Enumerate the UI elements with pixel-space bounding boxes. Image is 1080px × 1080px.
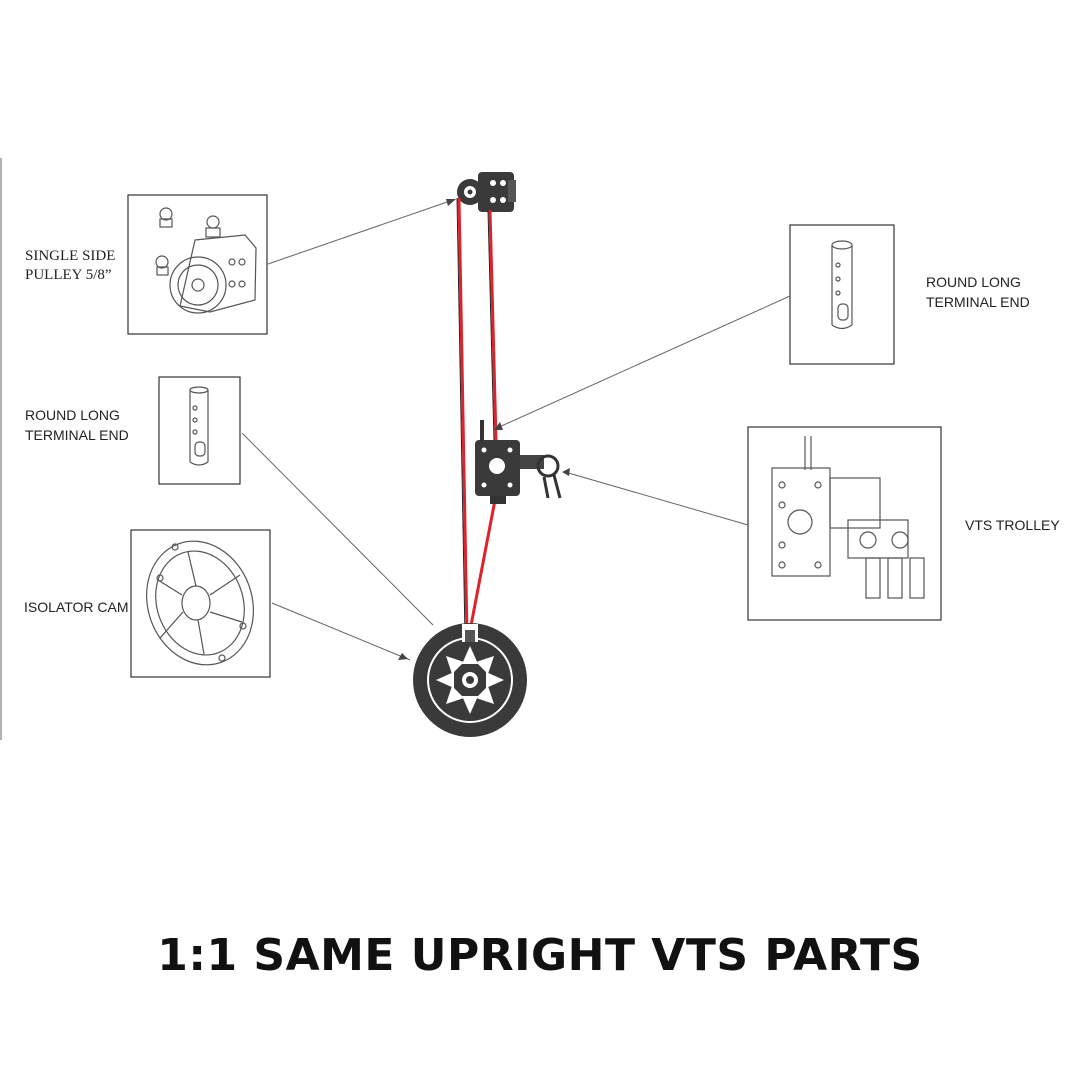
page-caption: 1:1 SAME UPRIGHT VTS PARTS (157, 930, 923, 981)
terminal-left-detail-box (158, 376, 241, 485)
terminal-right-detail-drawing (831, 240, 853, 330)
isolator-detail-box (130, 529, 271, 678)
isolator-cam-assembly (413, 623, 527, 737)
isolator-detail-drawing (145, 540, 255, 666)
terminal-left-detail-drawing (189, 386, 209, 466)
leader-arrowheads (398, 199, 570, 660)
pulley-detail-drawing (155, 207, 257, 314)
label-trolley: VTS TROLLEY (965, 517, 1060, 533)
pulley-assembly (457, 172, 516, 212)
trolley-assembly (475, 420, 562, 504)
cable-lines (457, 197, 498, 637)
trolley-detail-box (747, 426, 942, 621)
label-terminal-right: ROUND LONG TERMINAL END (926, 274, 1030, 310)
terminal-right-detail-box (789, 224, 895, 365)
label-pulley: SINGLE SIDE PULLEY 5/8” (25, 248, 116, 283)
label-terminal-left: ROUND LONG TERMINAL END (25, 407, 129, 443)
leader-lines (241, 199, 791, 661)
trolley-detail-drawing (771, 436, 925, 599)
label-isolator: ISOLATOR CAM (24, 599, 129, 615)
